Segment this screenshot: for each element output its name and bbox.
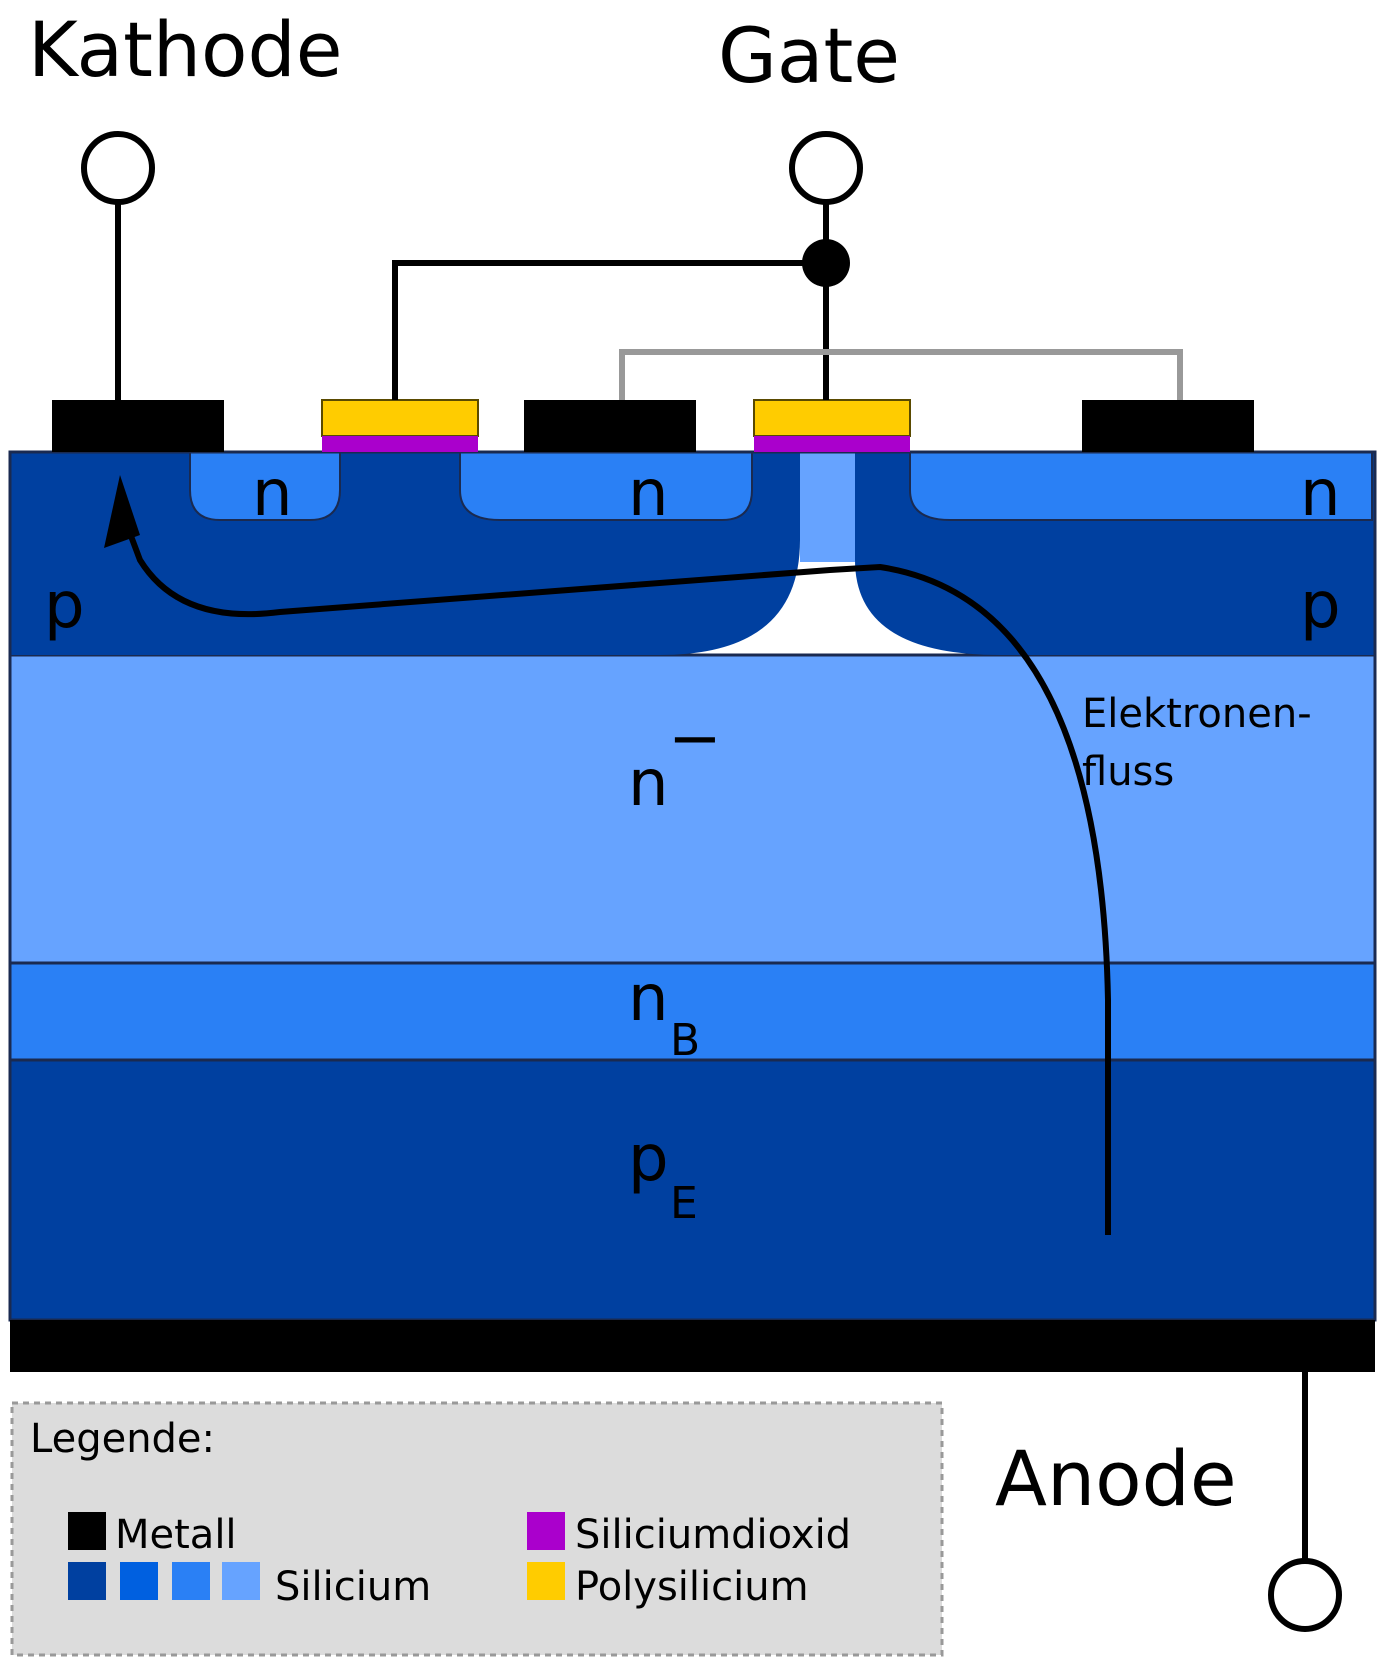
- legend-box: [10, 1401, 944, 1657]
- legend-swatch-si-light: [172, 1562, 210, 1600]
- anode-metal: [10, 1320, 1375, 1372]
- cathode-terminal: [81, 131, 155, 205]
- gate-wire-left: [392, 260, 826, 400]
- right-contact: [1082, 400, 1254, 452]
- emitter-bus-wire: [619, 349, 1183, 400]
- legend-metal-label: Metall: [115, 1512, 237, 1558]
- p-emitter-layer: [10, 1060, 1375, 1320]
- n-source-left: [189, 451, 341, 521]
- p-emitter-sub: E: [670, 1178, 698, 1229]
- gate-junction-dot: [802, 239, 850, 287]
- n-drift-sup: −: [668, 702, 722, 776]
- n-buffer-layer: [8, 961, 1377, 1062]
- legend-swatch-oxide: [527, 1512, 565, 1550]
- legend-swatch-si-mid: [120, 1562, 158, 1600]
- gate-left-oxide: [322, 436, 478, 452]
- legend-poly-label: Polysilicium: [575, 1564, 809, 1610]
- flow-label-line2: fluss: [1082, 749, 1174, 795]
- channel-region: [800, 452, 855, 562]
- n-source-right: [909, 451, 1373, 521]
- p-left-label: p: [44, 569, 85, 643]
- legend-oxide-label: Siliciumdioxid: [575, 1512, 851, 1558]
- anode-terminal: [1268, 1558, 1342, 1632]
- n-mid-label: n: [628, 457, 669, 531]
- n-left-label: n: [252, 457, 293, 531]
- cathode-label: Kathode: [28, 5, 343, 94]
- n-drift-label: n: [628, 747, 669, 821]
- p-right-label: p: [1300, 569, 1341, 643]
- n-right-label: n: [1300, 457, 1341, 531]
- cathode-contact: [52, 400, 224, 452]
- flow-label-line1: Elektronen-: [1082, 691, 1312, 737]
- n-source-mid: [459, 451, 753, 521]
- gate-right-oxide: [754, 436, 910, 452]
- legend-silicon-label: Silicium: [275, 1564, 431, 1610]
- gate-left-poly: [321, 399, 479, 437]
- legend-swatch-poly: [527, 1562, 565, 1600]
- legend-swatch-metal: [68, 1512, 106, 1550]
- electron-flow-arrowhead: [104, 475, 140, 548]
- n-drift-layer: [8, 653, 1377, 965]
- legend-swatch-si-dark: [68, 1562, 106, 1600]
- p-emitter-label: p: [628, 1122, 669, 1196]
- electron-flow-path: [122, 518, 1111, 1235]
- n-buffer-sub: B: [670, 1015, 700, 1066]
- anode-label: Anode: [995, 1434, 1237, 1523]
- legend-title: Legende:: [30, 1416, 215, 1462]
- gate-label: Gate: [718, 11, 900, 100]
- legend-swatch-si-lightest: [222, 1562, 260, 1600]
- gate-terminal: [789, 131, 863, 205]
- gate-right-poly: [753, 399, 911, 437]
- n-buffer-label: n: [628, 962, 669, 1036]
- mid-contact: [524, 400, 696, 452]
